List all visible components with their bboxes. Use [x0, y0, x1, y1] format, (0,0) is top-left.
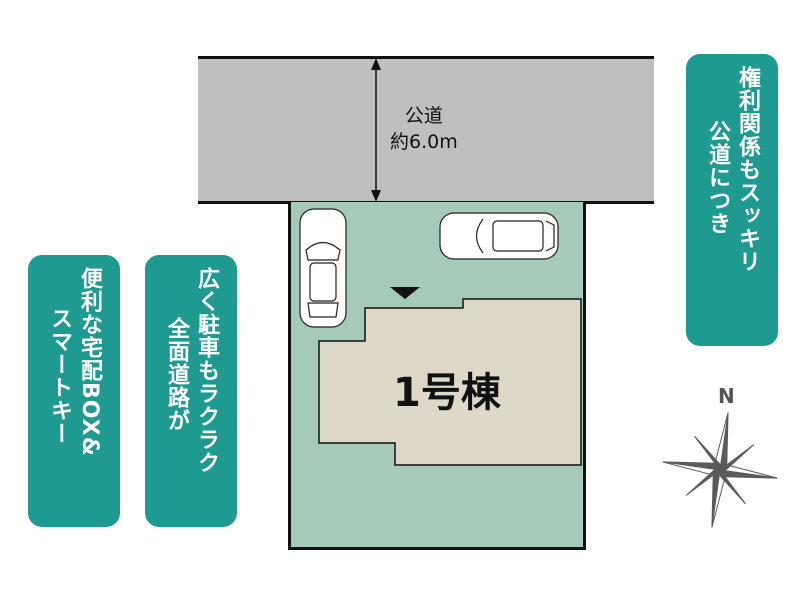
road-label: 公道 約6.0m [390, 105, 458, 153]
public-road [198, 56, 654, 204]
house-label: 1号棟 [393, 370, 501, 416]
car-icon-vertical [299, 208, 347, 328]
lot-overlay [299, 208, 582, 466]
compass-rose-icon [662, 412, 778, 528]
house-footprint [318, 298, 582, 466]
car-icon-horizontal [439, 212, 559, 260]
badge-parking: 広く駐車もラクラク 全面道路が [145, 255, 237, 527]
road-width-arrow-icon [371, 58, 381, 202]
badge-delivery-box: 便利な宅配BOX& スマートキー [28, 255, 120, 527]
compass-north-label: N [718, 384, 735, 408]
entrance-marker-icon [390, 287, 420, 299]
badge-public-road: 権利関係もスッキリ 公道につき [686, 54, 778, 346]
